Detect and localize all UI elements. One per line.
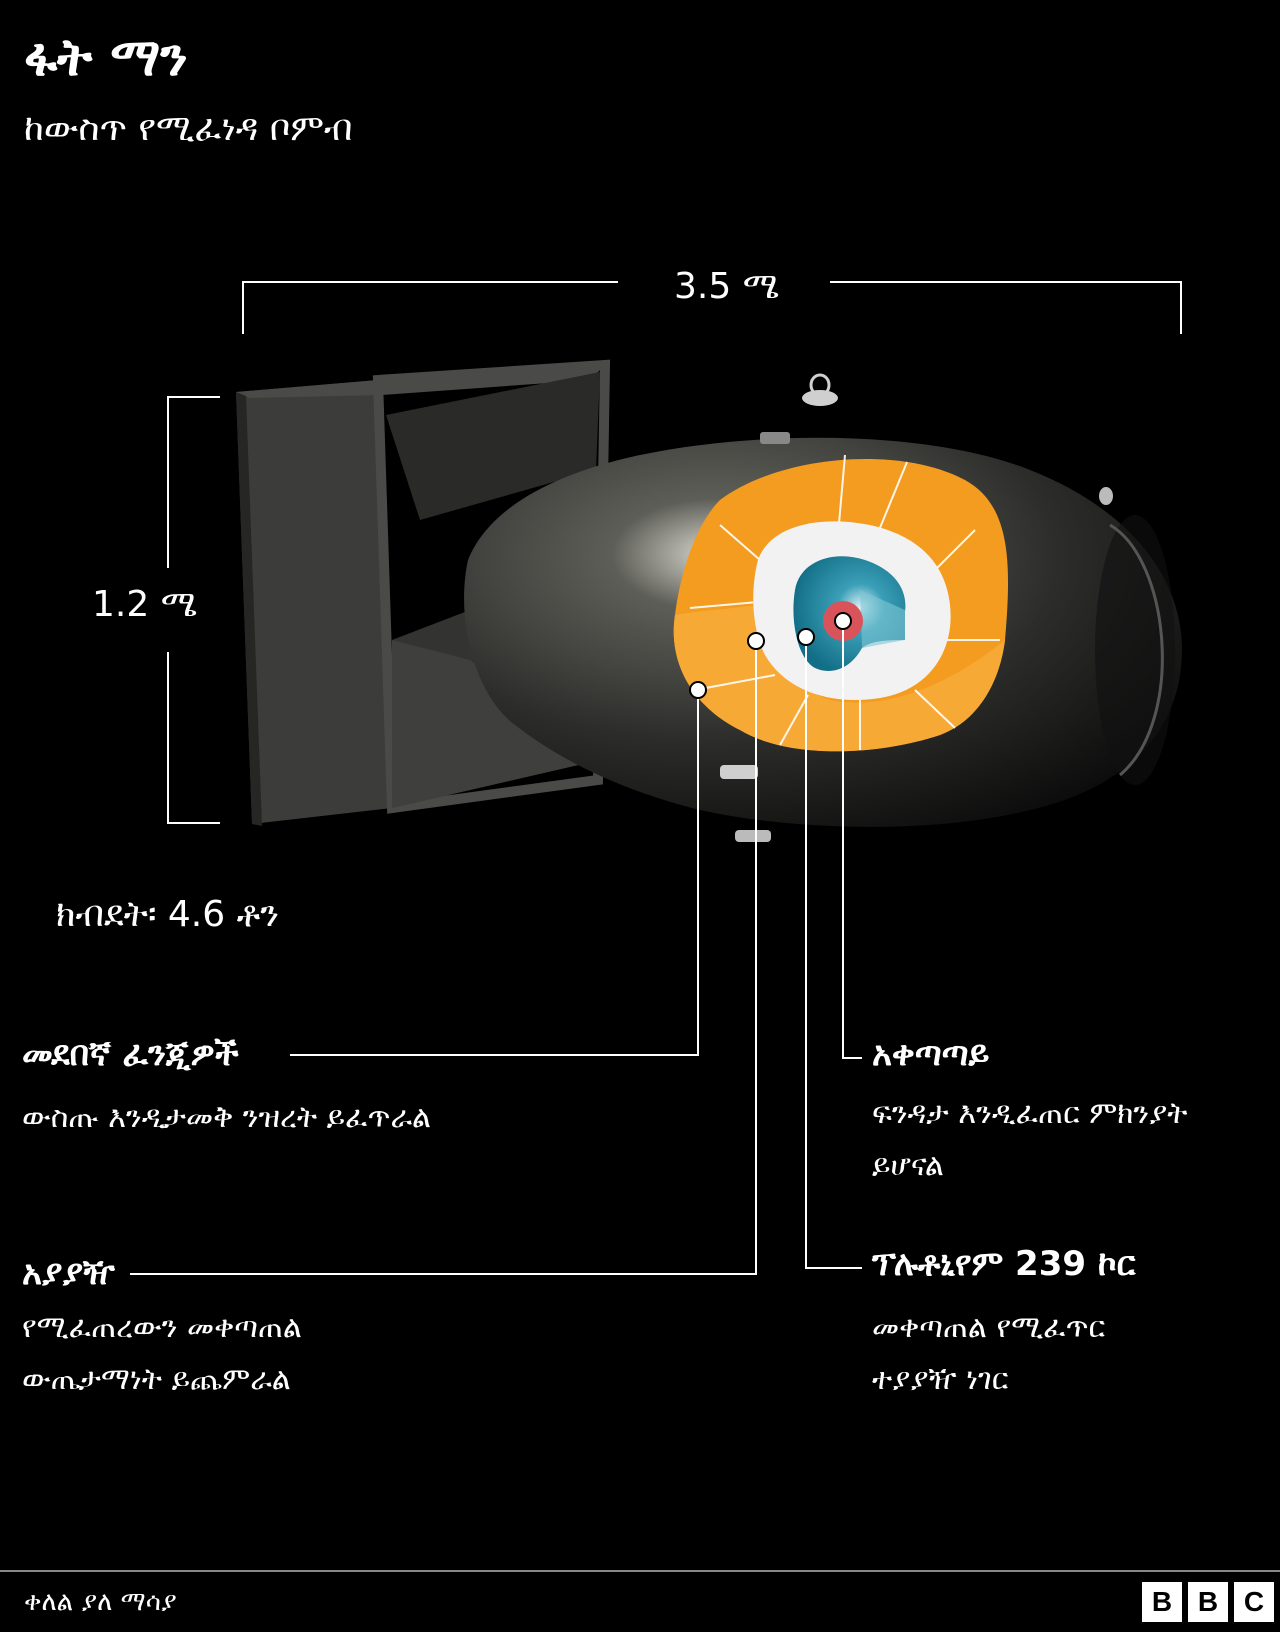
length-bracket: [242, 281, 1182, 334]
callout-explosives-title: መደበኛ ፈንጂዎች: [22, 1034, 239, 1074]
dot-core: [797, 628, 815, 646]
dot-explosives: [689, 681, 707, 699]
page-title: ፋት ማን: [24, 28, 188, 88]
weight-label: ክብደት፡ 4.6 ቶን: [56, 894, 280, 935]
callout-dots: [689, 612, 852, 699]
callout-tamper-title: አያያዥ: [22, 1253, 115, 1293]
bbc-logo-b2: B: [1188, 1582, 1228, 1622]
footer-divider: [0, 1570, 1280, 1572]
dot-tamper: [747, 632, 765, 650]
callout-core-desc: መቀጣጠል የሚፈጥር ተያያዥ ነገር: [872, 1310, 1106, 1397]
height-label: 1.2 ሜ: [92, 584, 198, 625]
callout-explosives-desc: ውስጡ እንዲታመቅ ንዝረት ይፈጥራል: [22, 1100, 432, 1135]
page-subtitle: ከውስጥ የሚፈነዳ ቦምብ: [24, 108, 353, 149]
footer-credit: ቀለል ያለ ማሳያ: [24, 1587, 177, 1617]
callout-tamper-desc: የሚፈጠረውን መቀጣጠል ውጤታማነት ይጨምራል: [22, 1310, 302, 1397]
dot-initiator: [834, 612, 852, 630]
leader-lines: [130, 621, 862, 1275]
callout-initiator-title: አቀጣጣይ: [872, 1034, 990, 1074]
callout-initiator-desc: ፍንዳታ እንዲፈጠር ምክንያት ይሆናል: [872, 1096, 1188, 1183]
bbc-logo-b1: B: [1142, 1582, 1182, 1622]
bbc-logo-c: C: [1234, 1582, 1274, 1622]
callout-core-title: ፕሉቶኒየም 239 ኮር: [872, 1244, 1136, 1284]
height-bracket: [167, 396, 220, 824]
length-label: 3.5 ሜ: [674, 266, 780, 307]
